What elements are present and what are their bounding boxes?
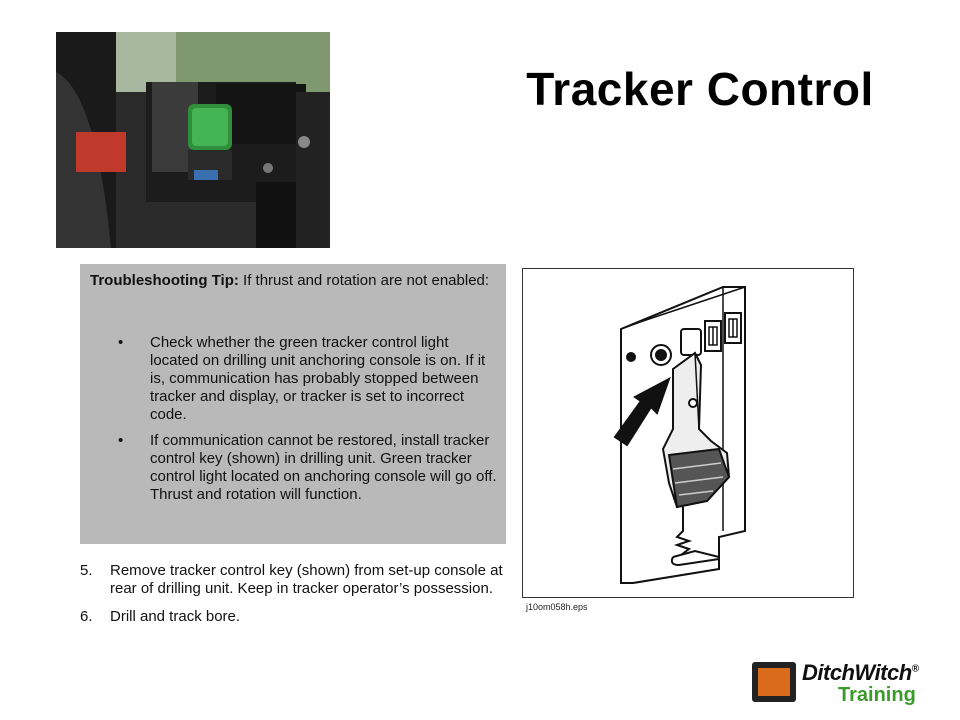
step-number: 6.	[80, 608, 93, 625]
tip-heading-text: If thrust and rotation are not enabled:	[238, 272, 490, 289]
bullet-icon: •	[118, 432, 124, 449]
page-title: Tracker Control	[526, 63, 874, 115]
logo-brand-text: DitchWitch®	[802, 660, 919, 686]
tip-bullet-item: • Check whether the green tracker contro…	[118, 334, 498, 424]
diagram-caption: j10om058h.eps	[526, 602, 588, 612]
logo-registered-mark: ®	[911, 663, 919, 675]
tracker-key-diagram	[522, 268, 854, 598]
step-item: 6. Drill and track bore.	[80, 608, 510, 626]
drilling-unit-photo	[56, 32, 330, 248]
tip-bullet-text: Check whether the green tracker control …	[150, 334, 486, 423]
steps-list: 5. Remove tracker control key (shown) fr…	[80, 562, 510, 636]
tip-heading-label: Troubleshooting Tip:	[90, 272, 239, 289]
step-text: Remove tracker control key (shown) from …	[110, 562, 503, 597]
bullet-icon: •	[118, 334, 124, 351]
step-item: 5. Remove tracker control key (shown) fr…	[80, 562, 510, 598]
tip-bullet-text: If communication cannot be restored, ins…	[150, 432, 497, 503]
ditch-witch-logo-icon	[752, 662, 796, 702]
logo-sub-text: Training	[838, 684, 916, 706]
ditch-witch-training-logo: DitchWitch® Training	[752, 660, 948, 706]
troubleshooting-tip-box: Troubleshooting Tip: If thrust and rotat…	[80, 264, 506, 544]
tip-heading: Troubleshooting Tip: If thrust and rotat…	[90, 272, 490, 290]
step-number: 5.	[80, 562, 93, 579]
tip-bullet-item: • If communication cannot be restored, i…	[118, 432, 498, 504]
step-text: Drill and track bore.	[110, 608, 241, 625]
logo-brand-name: DitchWitch	[802, 660, 912, 685]
tip-bullet-list: • Check whether the green tracker contro…	[118, 334, 498, 512]
